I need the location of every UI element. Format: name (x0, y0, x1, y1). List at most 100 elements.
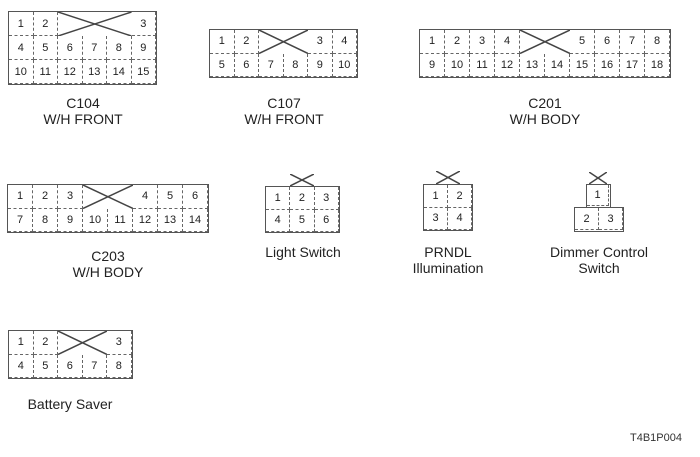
pin-cell: 16 (595, 53, 620, 77)
connector-subtitle: W/H BODY (72, 264, 144, 280)
pin-cell: 12 (133, 208, 158, 232)
pin-cell: 1 (9, 12, 34, 36)
pin-cell: 2 (33, 12, 58, 36)
pin-cell: 1 (266, 187, 291, 210)
blocked-cavity-icon (290, 174, 314, 186)
connector-name: Battery Saver (27, 396, 113, 412)
blocked-cavity-icon (589, 172, 607, 184)
connector-label: Battery Saver (0, 396, 140, 412)
pin-cell: 2 (445, 30, 470, 54)
pin-cell: 6 (58, 354, 83, 378)
pin-cell: 7 (82, 354, 107, 378)
pin-cell: 1 (8, 185, 33, 209)
pin-cell: 11 (33, 60, 58, 84)
pin-cell: 2 (575, 208, 599, 230)
pin-cell: 10 (332, 53, 357, 77)
pin-cell: 8 (283, 53, 308, 77)
pin-cell: 7 (82, 36, 107, 60)
pin-cell: 8 (33, 208, 58, 232)
pin-cell: 6 (183, 185, 208, 209)
pin-cell: 4 (495, 30, 520, 54)
pin-cell: 6 (58, 36, 83, 60)
pin-cell: 14 (545, 53, 570, 77)
pin-cell: 6 (314, 209, 339, 232)
blocked-cavity-icon (520, 30, 570, 54)
pin-cell: 12 (58, 60, 83, 84)
pin-cell: 9 (58, 208, 83, 232)
pin-cell: 11 (108, 208, 133, 232)
connector-name: C203 (91, 248, 125, 264)
pin-cell: 13 (158, 208, 183, 232)
pin-cell: 10 (83, 208, 108, 232)
pin-cell: 1 (424, 185, 448, 208)
pin-cell: 1 (210, 30, 235, 54)
pin-cell: 2 (448, 185, 472, 208)
pin-cell: 5 (158, 185, 183, 209)
pin-cell: 17 (620, 53, 645, 77)
pin-cell: 8 (107, 354, 132, 378)
connector-subtitle: Switch (578, 260, 620, 276)
pin-cell: 4 (133, 185, 158, 209)
pin-cell: 6 (595, 30, 620, 54)
pin-cell: 10 (445, 53, 470, 77)
connector-label: Light Switch (243, 244, 363, 260)
pin-cell: 13 (520, 53, 545, 77)
blocked-cavity-icon (83, 185, 133, 209)
pin-cell: 1 (587, 185, 609, 206)
pin-cell: 3 (314, 187, 339, 210)
pin-cell: 3 (131, 12, 156, 36)
pin-cell: 9 (420, 53, 445, 77)
pin-cell: 15 (570, 53, 595, 77)
connector-name: Dimmer Control (549, 244, 648, 260)
connector-name: C104 (66, 95, 100, 111)
pin-cell: 5 (33, 354, 58, 378)
pin-cell: 14 (183, 208, 208, 232)
connector-subtitle: W/H BODY (509, 111, 581, 127)
pin-cell: 2 (33, 185, 58, 209)
pin-cell: 11 (470, 53, 495, 77)
pin-cell: 5 (570, 30, 595, 54)
pin-cell: 5 (290, 209, 315, 232)
pin-cell: 2 (290, 187, 315, 210)
pin-cell: 1 (420, 30, 445, 54)
pin-cell: 1 (9, 331, 34, 355)
figure-code: T4B1P004 (630, 432, 682, 444)
pin-cell: 2 (33, 331, 58, 355)
pin-cell: 6 (234, 53, 259, 77)
pin-cell: 3 (424, 207, 448, 230)
pin-cell: 4 (9, 354, 34, 378)
pin-cell: 2 (234, 30, 259, 54)
pin-cell: 12 (495, 53, 520, 77)
blocked-cavity-icon (436, 171, 460, 184)
pin-cell: 3 (107, 331, 132, 355)
connector-name: Light Switch (265, 244, 341, 260)
blocked-cavity-icon (259, 30, 308, 54)
pin-cell: 4 (9, 36, 34, 60)
connector-dimmer-top: 1 (586, 184, 611, 208)
pin-cell: 13 (82, 60, 107, 84)
connector-name: C201 (528, 95, 562, 111)
connector-subtitle: W/H FRONT (244, 111, 324, 127)
pin-cell: 14 (107, 60, 132, 84)
pin-cell: 7 (620, 30, 645, 54)
pin-cell: 4 (266, 209, 291, 232)
connector-name: C107 (267, 95, 301, 111)
blocked-cavity-icon (58, 12, 132, 36)
pin-cell: 3 (470, 30, 495, 54)
pin-cell: 8 (645, 30, 670, 54)
pin-cell: 7 (8, 208, 33, 232)
pin-cell: 8 (107, 36, 132, 60)
pin-cell: 9 (308, 53, 333, 77)
